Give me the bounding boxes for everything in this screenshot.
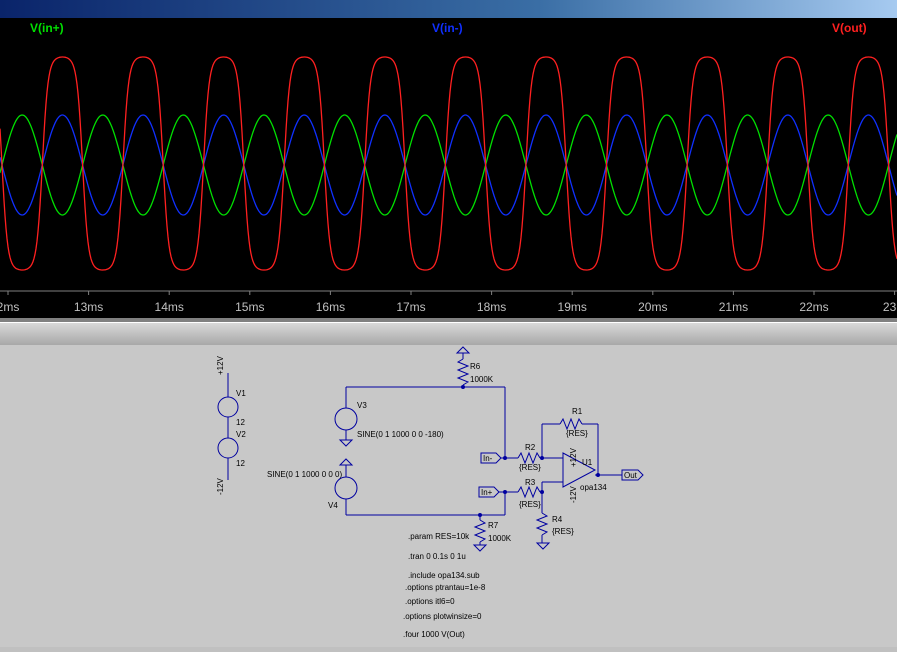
r1-value[interactable]: {RES} [566, 429, 588, 438]
v3-value[interactable]: SINE(0 1 1000 0 0 -180) [357, 430, 444, 439]
u1-positive-supply: +12V [569, 447, 578, 467]
v2-name[interactable]: V2 [236, 430, 246, 439]
schematic-pane[interactable]: +12V -12V V1 12 V2 12 V3 SINE(0 1 1000 0… [0, 345, 897, 647]
v4-name[interactable]: V4 [328, 501, 338, 510]
x-tick-label: 18ms [477, 300, 506, 314]
r3-name[interactable]: R3 [525, 478, 536, 487]
x-tick-label: 16ms [316, 300, 345, 314]
directive-include[interactable]: .include opa134.sub [408, 571, 480, 580]
trace-vout [0, 56, 897, 271]
pane-separator [0, 318, 897, 322]
directive-plotwinsize[interactable]: .options plotwinsize=0 [403, 612, 482, 621]
x-tick-label: 20ms [638, 300, 667, 314]
v3-name[interactable]: V3 [357, 401, 367, 410]
r7-value[interactable]: 1000K [488, 534, 512, 543]
x-tick-label: 19ms [558, 300, 587, 314]
v2-value[interactable]: 12 [236, 459, 245, 468]
trace-label-vin-minus[interactable]: V(in-) [432, 21, 463, 35]
x-tick-label: 2ms [0, 300, 19, 314]
v1-positive-rail: +12V [216, 355, 225, 375]
r4-name[interactable]: R4 [552, 515, 563, 524]
schematic-canvas[interactable]: +12V -12V V1 12 V2 12 V3 SINE(0 1 1000 0… [0, 345, 897, 647]
trace-label-vin-plus[interactable]: V(in+) [30, 21, 64, 35]
r4-value[interactable]: {RES} [552, 527, 574, 536]
x-tick-label: 17ms [396, 300, 425, 314]
v2-negative-rail: -12V [216, 477, 225, 495]
x-tick-label: 14ms [155, 300, 184, 314]
schematic-tab-strip[interactable] [0, 322, 897, 346]
x-tick-label: 22ms [799, 300, 828, 314]
trace-vin-minus [0, 114, 897, 216]
r7-name[interactable]: R7 [488, 521, 499, 530]
r3-value[interactable]: {RES} [519, 500, 541, 509]
window-title-bar [0, 0, 897, 18]
waveform-plot-pane[interactable]: V(in+) V(in-) V(out) 2ms 13ms 14ms 15ms 16ms… [0, 18, 897, 318]
directive-param[interactable]: .param RES=10k [408, 532, 470, 541]
x-tick-label: 13ms [74, 300, 103, 314]
v1-value[interactable]: 12 [236, 418, 245, 427]
directive-four[interactable]: .four 1000 V(Out) [403, 630, 465, 639]
net-label-in-minus[interactable]: In- [483, 454, 493, 463]
v1-name[interactable]: V1 [236, 389, 246, 398]
v4-value[interactable]: SINE(0 1 1000 0 0 0) [267, 470, 342, 479]
u1-negative-supply: -12V [569, 485, 578, 503]
x-tick-label: 15ms [235, 300, 264, 314]
trace-vin-plus [0, 114, 897, 216]
directive-itl6[interactable]: .options itl6=0 [405, 597, 455, 606]
trace-label-vout[interactable]: V(out) [832, 21, 867, 35]
u1-value[interactable]: opa134 [580, 483, 607, 492]
directive-tran[interactable]: .tran 0 0.1s 0 1u [408, 552, 466, 561]
u1-name[interactable]: U1 [582, 458, 593, 467]
waveform-canvas[interactable]: 2ms 13ms 14ms 15ms 16ms 17ms 18ms 19ms 20ms 21ms 2… [0, 18, 897, 318]
x-tick-label: 21ms [719, 300, 748, 314]
r2-name[interactable]: R2 [525, 443, 536, 452]
net-label-in-plus[interactable]: In+ [481, 488, 493, 497]
r2-value[interactable]: {RES} [519, 463, 541, 472]
r6-name[interactable]: R6 [470, 362, 481, 371]
net-label-out[interactable]: Out [624, 471, 638, 480]
r6-value[interactable]: 1000K [470, 375, 494, 384]
directive-ptrantau[interactable]: .options ptrantau=1e-8 [405, 583, 486, 592]
x-tick-label: 23m [883, 300, 897, 314]
r1-name[interactable]: R1 [572, 407, 583, 416]
